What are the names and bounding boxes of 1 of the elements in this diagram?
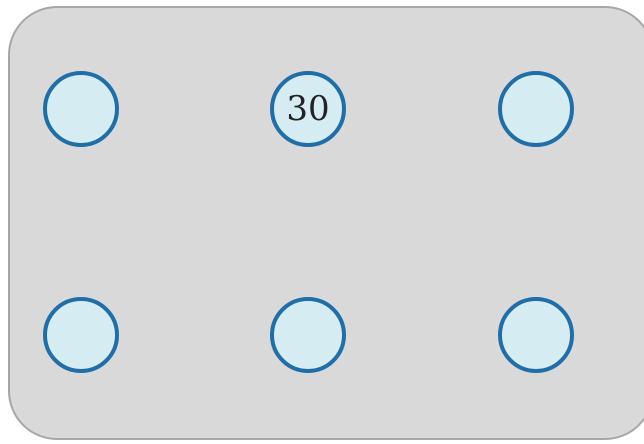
node-number: 30 <box>285 92 331 126</box>
